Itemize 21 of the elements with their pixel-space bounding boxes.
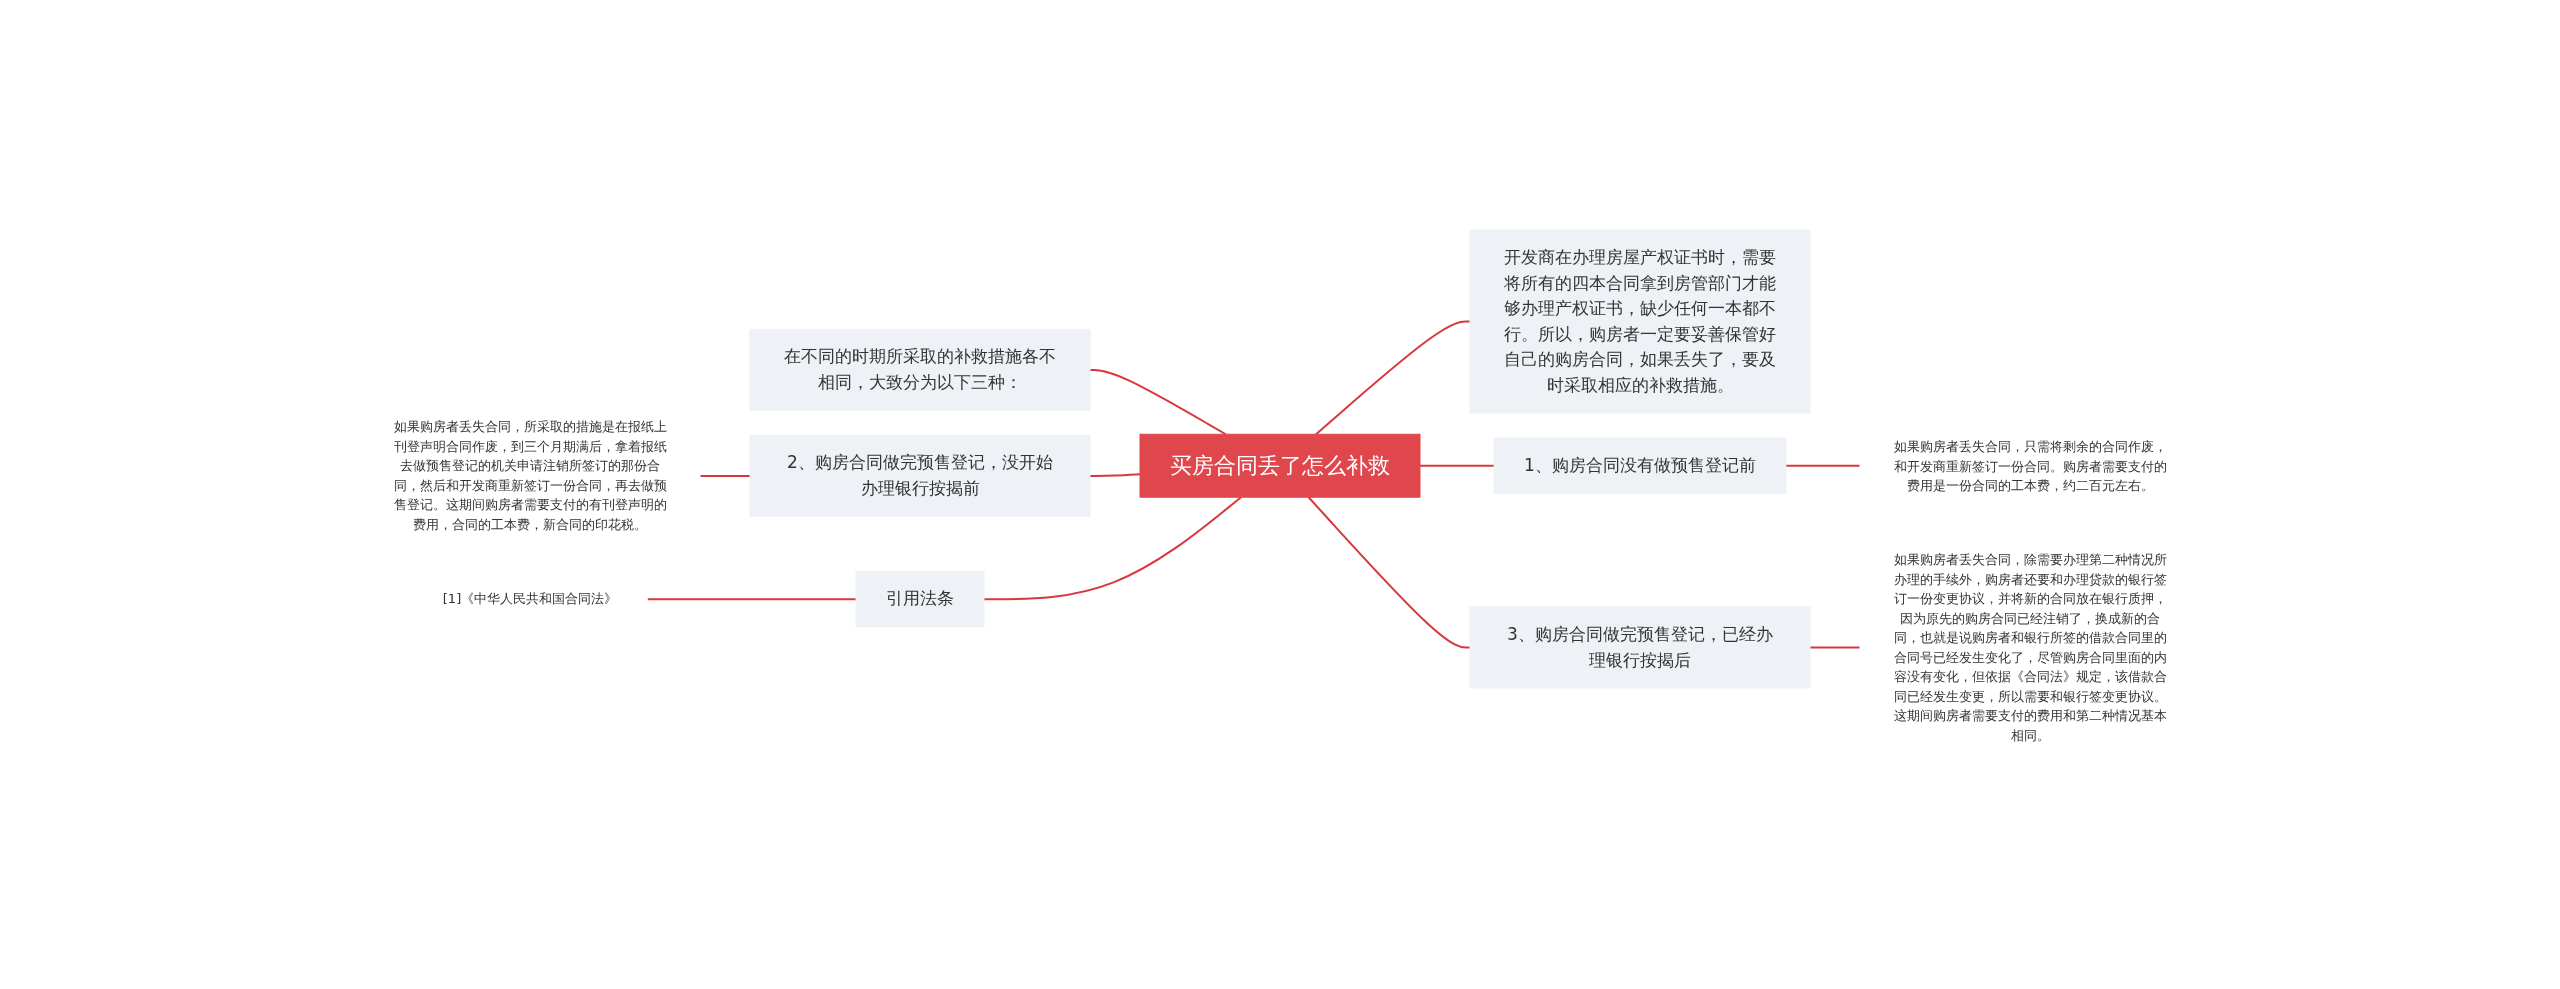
connector xyxy=(983,495,1243,600)
node-text: 如果购房者丢失合同，只需将剩余的合同作废，和开发商重新签订一份合同。购房者需要支付的费用是一份合同的工本费，约二百元左右。 xyxy=(1893,438,2167,492)
node-text: 如果购房者丢失合同，所采取的措施是在报纸上刊登声明合同作废，到三个月期满后，拿着报纸去做预售登记的机关申请注销所签订的那份合同，然后和开发商重新签订一份合同，再去做预售登记。这期间购房者需要支付的有刊登声明的费用，合同的工本费，新合同的印花税。 xyxy=(393,418,667,532)
connector xyxy=(1307,495,1471,648)
node-box xyxy=(855,570,985,627)
node-box xyxy=(749,434,1091,517)
node-text: [1]《中华人民共和国合同法》 xyxy=(442,590,618,606)
connector xyxy=(1089,368,1227,435)
node-box xyxy=(1469,606,1811,688)
node-text: 如果购房者丢失合同，除需要办理第二种情况所办理的手续外，购房者还要和办理贷款的银行签订一份变更协议，并将新的合同放在银行质押，因为原先的购房合同已经注销了，换成新的合同，也就是说购房者和银行所签的借款合同里的合同号已经发生变化了，尽管购房合同里面的内容没有变化，但依据《合同法》规定，该借款合同已经发生变更，所以需要和银行签变更协议。这期间购房者需要支付的费用和第二种情况基本相同。 xyxy=(1893,551,2167,742)
node-box xyxy=(1469,229,1811,413)
connector xyxy=(1809,646,1861,648)
connector xyxy=(1315,320,1471,435)
node-box xyxy=(749,328,1091,411)
connector xyxy=(646,597,857,600)
node-box xyxy=(1493,437,1787,494)
connector xyxy=(1419,464,1496,467)
connector xyxy=(699,474,751,477)
connector xyxy=(1784,464,1861,467)
connector xyxy=(1089,472,1141,477)
node-box xyxy=(1139,433,1421,498)
